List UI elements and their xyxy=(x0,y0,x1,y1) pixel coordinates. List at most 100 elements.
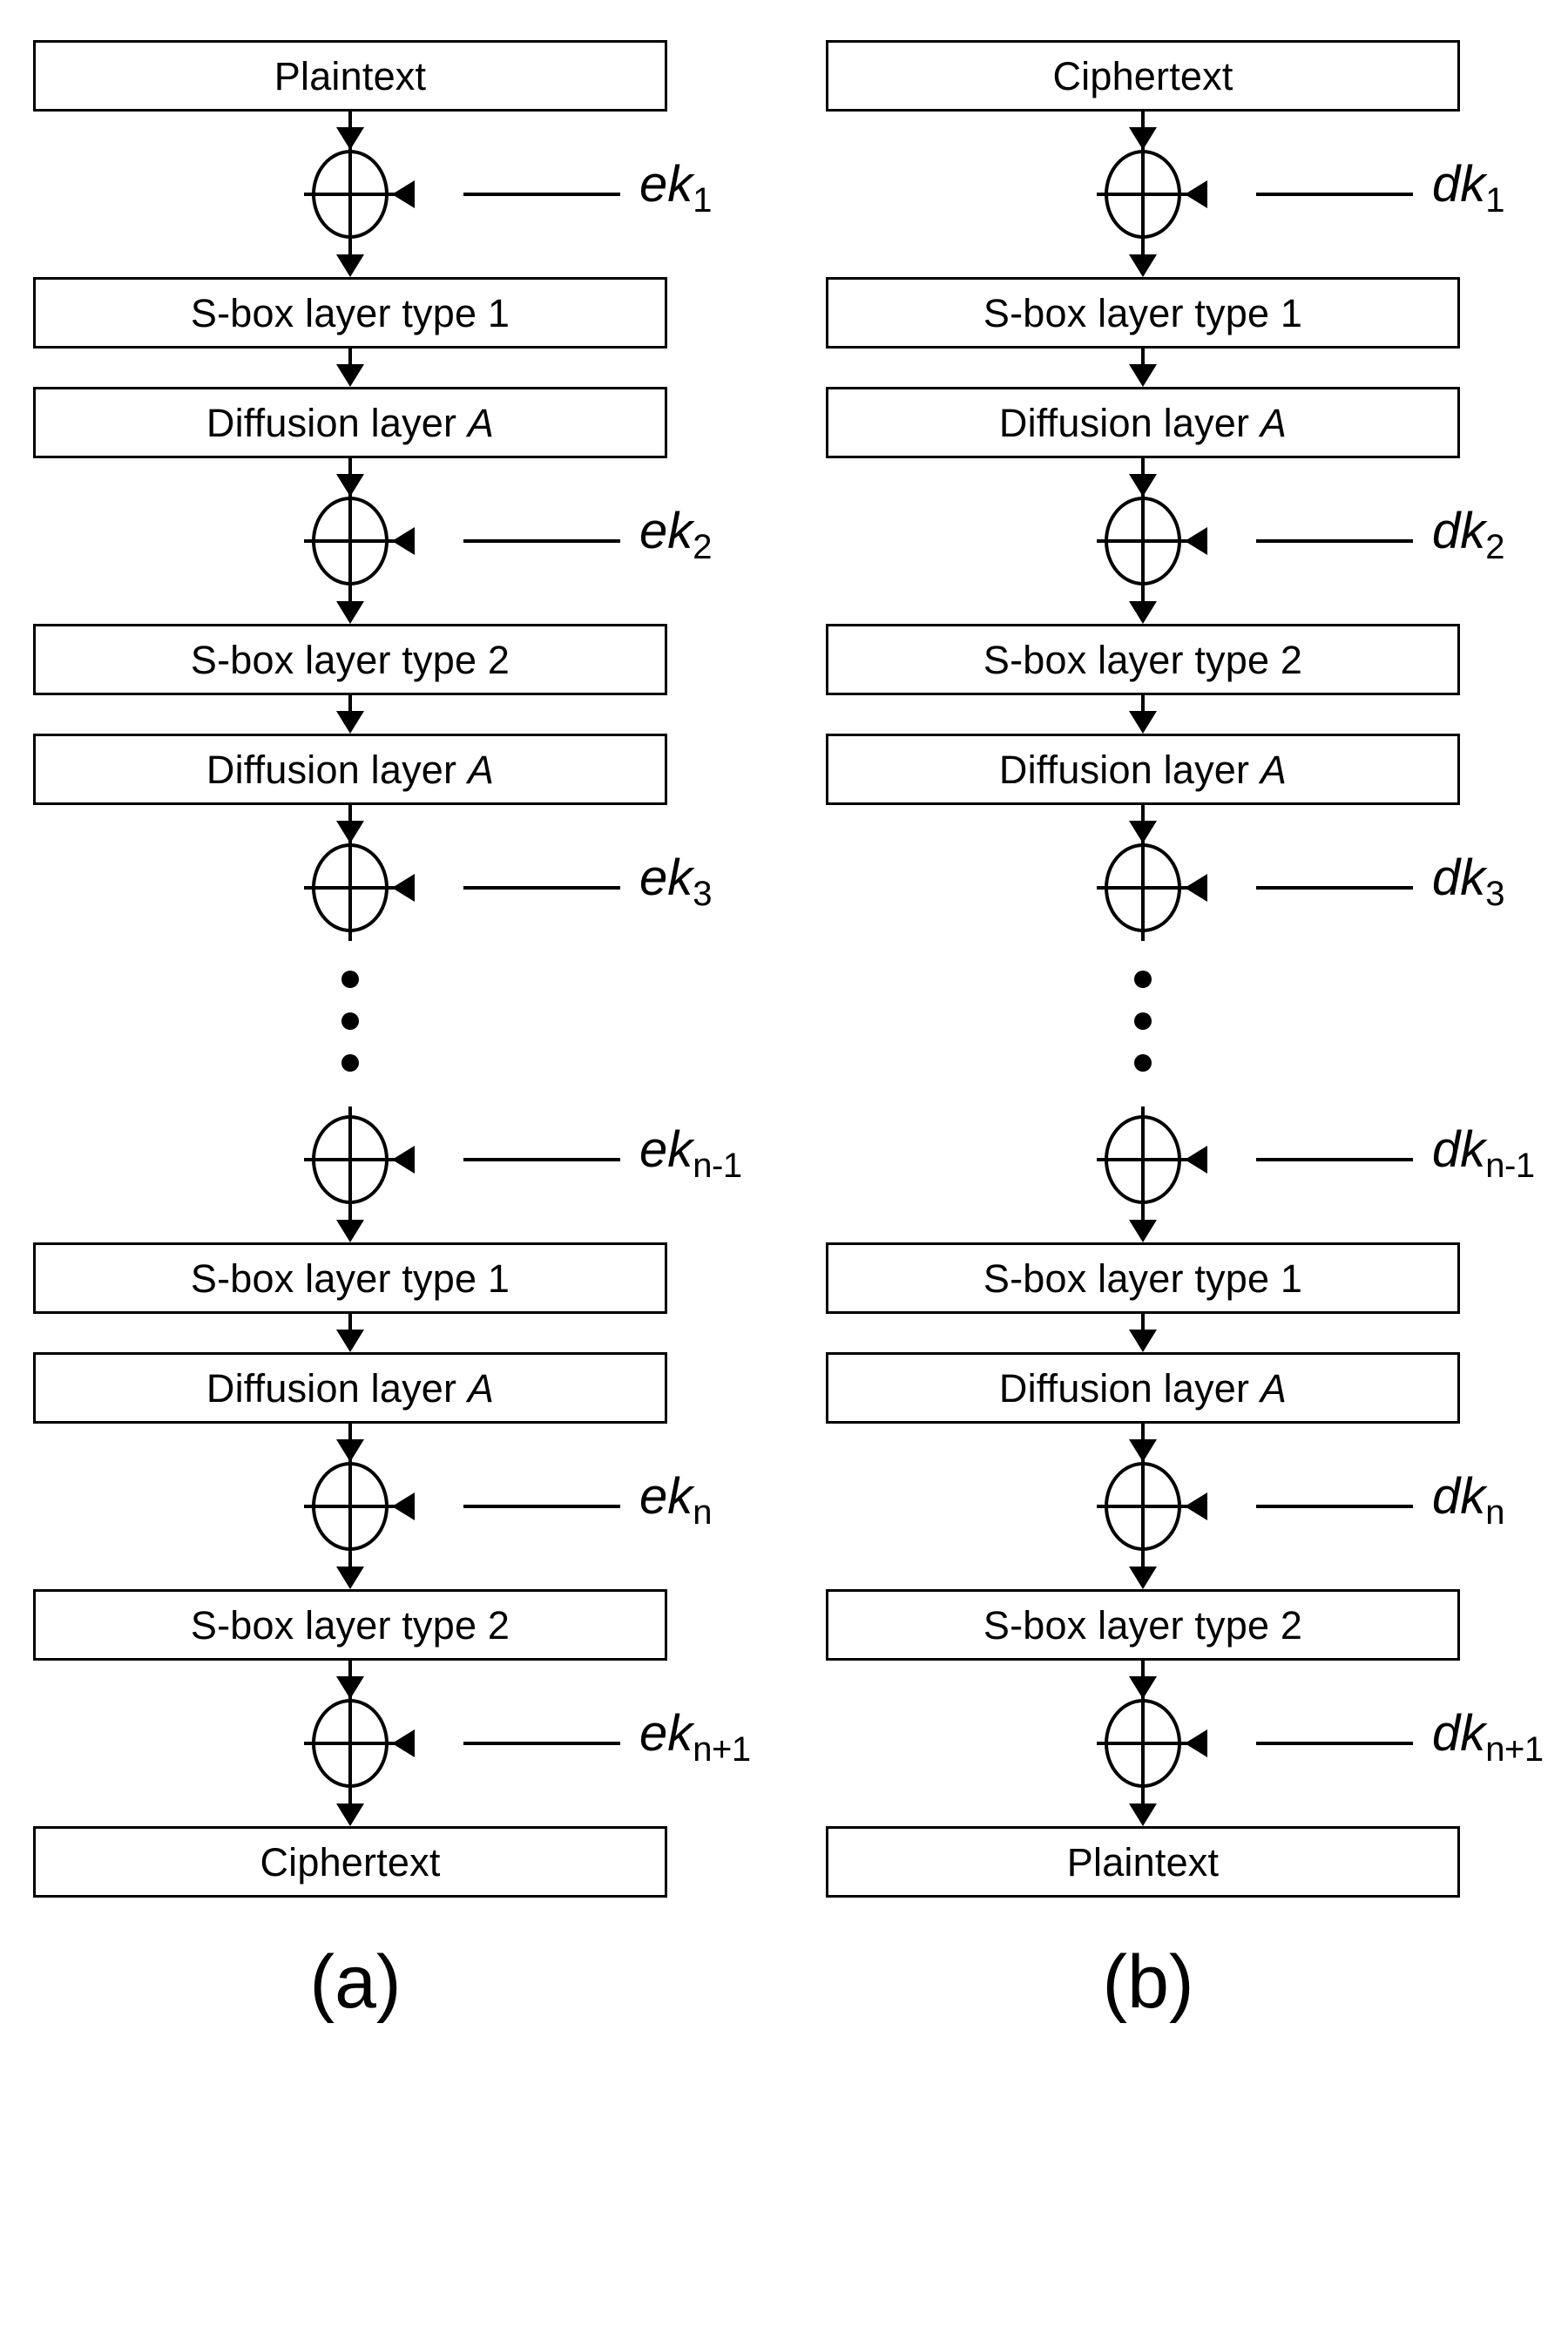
flow-arrowhead-icon xyxy=(336,1330,364,1352)
round-key-arrowhead-icon xyxy=(392,1729,415,1757)
node-label: S-box layer type 1 xyxy=(983,1255,1303,1301)
layer-box: S-box layer type 1 xyxy=(826,1242,1460,1314)
flow-arrowhead-icon xyxy=(336,254,364,277)
xor-vertical-bar xyxy=(1141,835,1145,941)
vertical-ellipsis-dot xyxy=(1134,1054,1152,1072)
flow-arrowhead-icon xyxy=(1129,364,1157,387)
xor-vertical-bar xyxy=(348,835,352,941)
round-key-label: dkn xyxy=(1432,1472,1505,1531)
round-key-line xyxy=(1256,1505,1413,1508)
node-label: Diffusion layer A xyxy=(206,747,495,792)
flow-arrowhead-icon xyxy=(336,601,364,624)
layer-box: S-box layer type 1 xyxy=(33,277,667,349)
flow-line xyxy=(1141,1204,1145,1223)
flow-line xyxy=(348,349,352,368)
round-key-name: ek xyxy=(639,1121,693,1178)
diffusion-matrix-symbol: A xyxy=(1260,1365,1288,1411)
node-label: Diffusion layer A xyxy=(998,747,1288,792)
flow-arrowhead-icon xyxy=(1129,1804,1157,1826)
round-key-name: ek xyxy=(639,156,693,213)
round-key-label: dkn+1 xyxy=(1432,1709,1544,1768)
node-label: Ciphertext xyxy=(1052,53,1233,98)
xor-vertical-bar xyxy=(348,1453,352,1560)
flow-line xyxy=(348,1661,352,1680)
round-key-label: ekn+1 xyxy=(639,1709,751,1768)
flow-arrowhead-icon xyxy=(336,1804,364,1826)
xor-vertical-bar xyxy=(1141,1690,1145,1797)
flow-arrowhead-icon xyxy=(1129,601,1157,624)
diffusion-matrix-symbol: A xyxy=(467,400,495,445)
xor-operator-icon xyxy=(1097,141,1191,247)
round-key-name: dk xyxy=(1432,849,1486,906)
flow-line xyxy=(348,805,352,824)
flow-arrowhead-icon xyxy=(1129,1567,1157,1589)
round-key-index: 1 xyxy=(693,181,713,220)
round-key-index: 2 xyxy=(693,528,713,566)
xor-operator-icon xyxy=(304,1453,398,1560)
flow-arrowhead-icon xyxy=(336,1220,364,1242)
round-key-line xyxy=(463,1505,620,1508)
endpoint-box: Plaintext xyxy=(33,40,667,112)
round-key-line xyxy=(1256,539,1413,543)
node-label: S-box layer type 2 xyxy=(983,1602,1303,1648)
node-label: Diffusion layer A xyxy=(206,400,495,445)
flow-line xyxy=(1141,349,1145,368)
layer-box: Diffusion layer A xyxy=(33,734,667,805)
flow-line xyxy=(1141,805,1145,824)
flow-line xyxy=(1141,1314,1145,1333)
round-key-name: dk xyxy=(1432,1705,1486,1762)
diffusion-matrix-symbol: A xyxy=(467,1365,495,1411)
endpoint-box: Plaintext xyxy=(826,1826,1460,1898)
round-key-line xyxy=(1256,886,1413,890)
node-label: Ciphertext xyxy=(260,1839,441,1885)
subfigure-caption: (b) xyxy=(1102,1940,1194,2024)
round-key-name: dk xyxy=(1432,1121,1486,1178)
flow-arrowhead-icon xyxy=(336,364,364,387)
node-label: S-box layer type 2 xyxy=(190,637,510,682)
flow-line xyxy=(1141,1424,1145,1443)
round-key-label: ek3 xyxy=(639,853,713,912)
round-key-arrowhead-icon xyxy=(1185,527,1207,555)
xor-operator-icon xyxy=(1097,835,1191,941)
round-key-label: ekn xyxy=(639,1472,713,1531)
round-key-line xyxy=(463,1158,620,1161)
node-label: S-box layer type 1 xyxy=(983,290,1303,335)
round-key-arrowhead-icon xyxy=(392,180,415,208)
node-label: Diffusion layer A xyxy=(206,1365,495,1411)
flow-line xyxy=(1141,1551,1145,1570)
round-key-index: n+1 xyxy=(1485,1730,1544,1769)
xor-operator-icon xyxy=(304,141,398,247)
flow-line xyxy=(348,1424,352,1443)
round-key-line xyxy=(1256,1158,1413,1161)
flow-line xyxy=(1141,695,1145,714)
round-key-name: dk xyxy=(1432,1468,1486,1525)
node-label: S-box layer type 2 xyxy=(983,637,1303,682)
node-label: S-box layer type 1 xyxy=(190,1255,510,1301)
vertical-ellipsis-dot xyxy=(341,971,359,988)
round-key-line xyxy=(1256,1742,1413,1745)
node-label: S-box layer type 2 xyxy=(190,1602,510,1648)
round-key-index: 3 xyxy=(693,875,713,913)
diffusion-matrix-symbol: A xyxy=(467,747,495,792)
flow-arrowhead-icon xyxy=(1129,1220,1157,1242)
flow-line xyxy=(1141,458,1145,477)
layer-box: Diffusion layer A xyxy=(826,387,1460,458)
round-key-name: ek xyxy=(639,849,693,906)
layer-box: S-box layer type 2 xyxy=(33,624,667,695)
round-key-arrowhead-icon xyxy=(1185,180,1207,208)
xor-vertical-bar xyxy=(1141,488,1145,594)
xor-vertical-bar xyxy=(1141,141,1145,247)
layer-box: Diffusion layer A xyxy=(33,1352,667,1424)
round-key-index: n-1 xyxy=(693,1147,742,1185)
round-key-label: ekn-1 xyxy=(639,1125,742,1184)
round-key-label: dk2 xyxy=(1432,503,1505,565)
flow-line xyxy=(348,458,352,477)
layer-box: S-box layer type 2 xyxy=(33,1589,667,1661)
flow-arrowhead-icon xyxy=(1129,711,1157,734)
layer-box: Diffusion layer A xyxy=(33,387,667,458)
round-key-name: dk xyxy=(1432,503,1486,559)
round-key-line xyxy=(463,886,620,890)
round-key-arrowhead-icon xyxy=(392,527,415,555)
flow-line xyxy=(348,585,352,605)
